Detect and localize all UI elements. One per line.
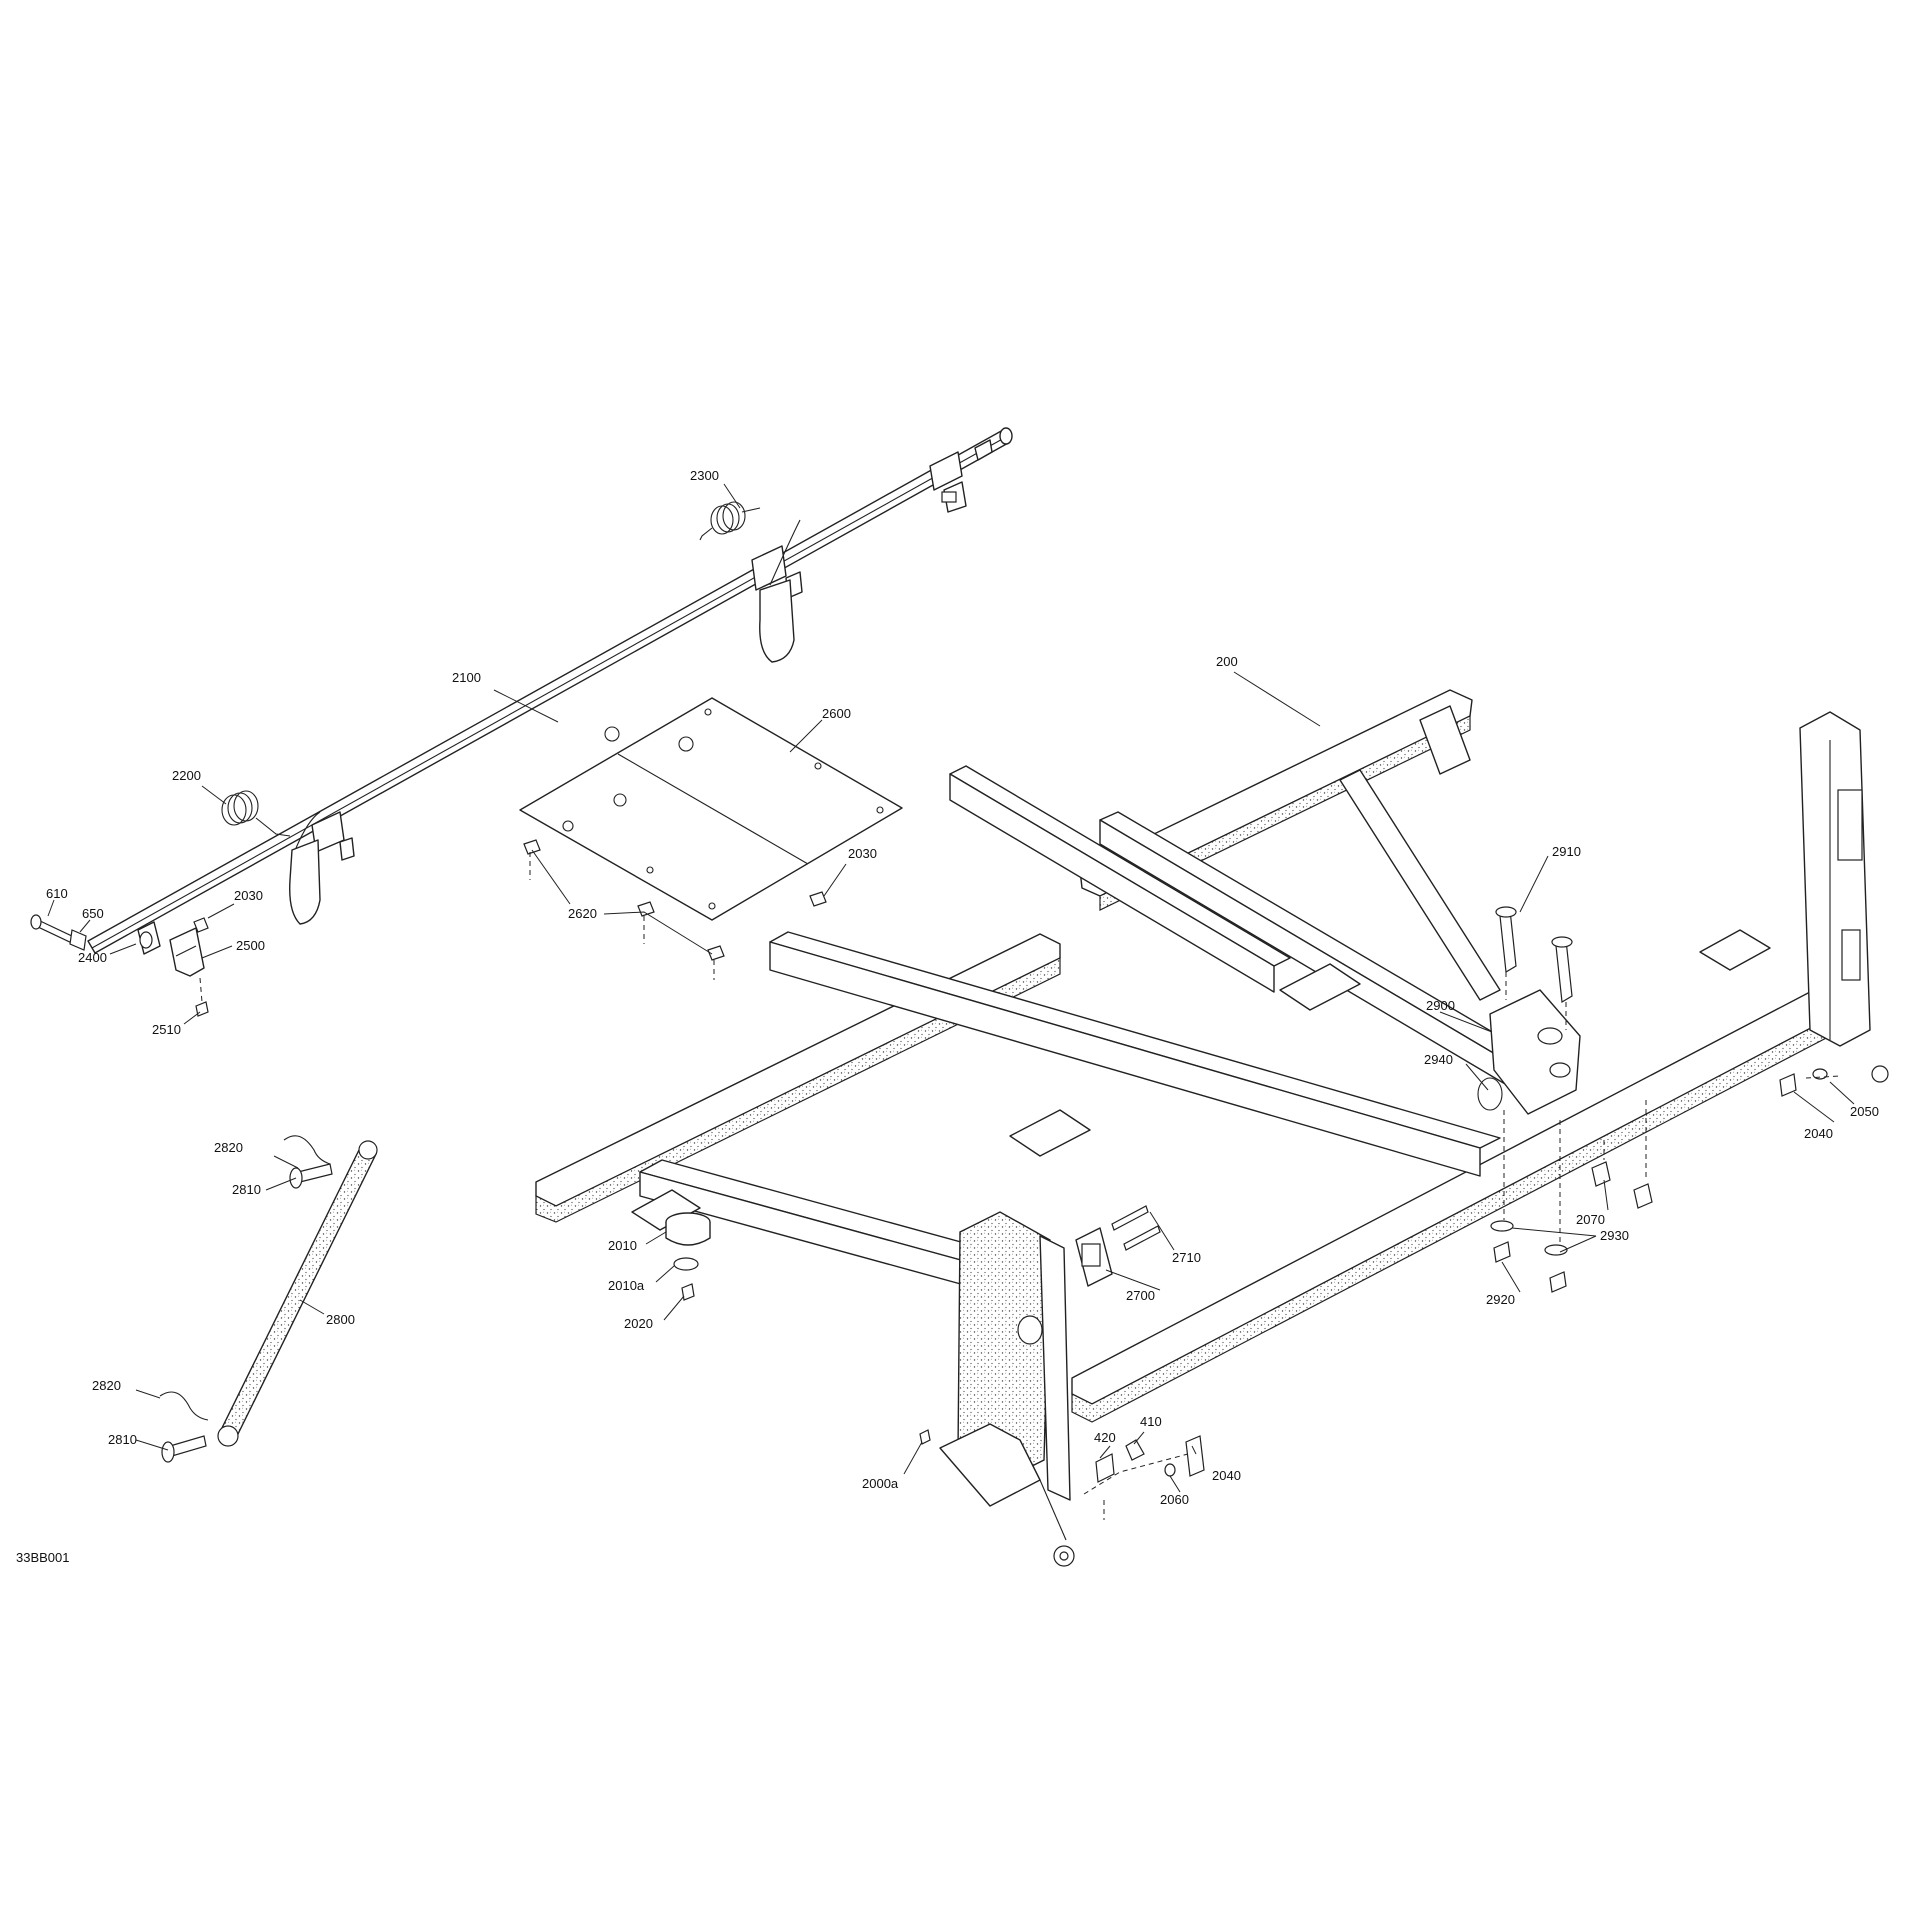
callout-2060: 2060 [1160, 1492, 1189, 1507]
skid-plate [519, 697, 999, 961]
callout-2300: 2300 [690, 468, 719, 483]
rod-assembly [30, 427, 1013, 1017]
callout-2920: 2920 [1486, 1292, 1515, 1307]
callout-2500: 2500 [236, 938, 265, 953]
figure-code: 33BB001 [16, 1550, 70, 1565]
callout-2930: 2930 [1600, 1228, 1629, 1243]
callout-2100: 2100 [452, 670, 481, 685]
callout-2400: 2400 [78, 950, 107, 965]
callout-2020: 2020 [624, 1316, 653, 1331]
callout-2820: 2820 [214, 1140, 243, 1155]
callout-2710: 2710 [1172, 1250, 1201, 1265]
callout-420: 420 [1094, 1430, 1116, 1445]
callout-2050: 2050 [1850, 1104, 1879, 1119]
callout-650: 650 [82, 906, 104, 921]
callout-2910: 2910 [1552, 844, 1581, 859]
callout-2810: 2810 [232, 1182, 261, 1197]
callout-2820: 2820 [92, 1378, 121, 1393]
callout-2070: 2070 [1576, 1212, 1605, 1227]
callout-2010: 2010 [608, 1238, 637, 1253]
callout-2620: 2620 [568, 906, 597, 921]
callout-labels: 2300 2100 2200 610 650 2030 2500 2400 25… [46, 468, 1879, 1507]
callout-2700: 2700 [1126, 1288, 1155, 1303]
torsion-spring-icon [699, 501, 761, 541]
callout-2810: 2810 [108, 1432, 137, 1447]
callout-200: 200 [1216, 654, 1238, 669]
callout-2940: 2940 [1424, 1052, 1453, 1067]
main-frame [529, 689, 1889, 1567]
callout-410: 410 [1140, 1414, 1162, 1429]
strut-assembly [159, 1135, 378, 1463]
callout-2030: 2030 [234, 888, 263, 903]
callout-2200: 2200 [172, 768, 201, 783]
callout-610: 610 [46, 886, 68, 901]
callout-2600: 2600 [822, 706, 851, 721]
callout-2040: 2040 [1804, 1126, 1833, 1141]
torsion-spring-icon [221, 790, 291, 837]
callout-2510: 2510 [152, 1022, 181, 1037]
callout-2030: 2030 [848, 846, 877, 861]
callout-2010a: 2010a [608, 1278, 645, 1293]
callout-2000a: 2000a [862, 1476, 899, 1491]
callout-2800: 2800 [326, 1312, 355, 1327]
leader-lines [47, 483, 1855, 1493]
callout-2900: 2900 [1426, 998, 1455, 1013]
callout-2040: 2040 [1212, 1468, 1241, 1483]
